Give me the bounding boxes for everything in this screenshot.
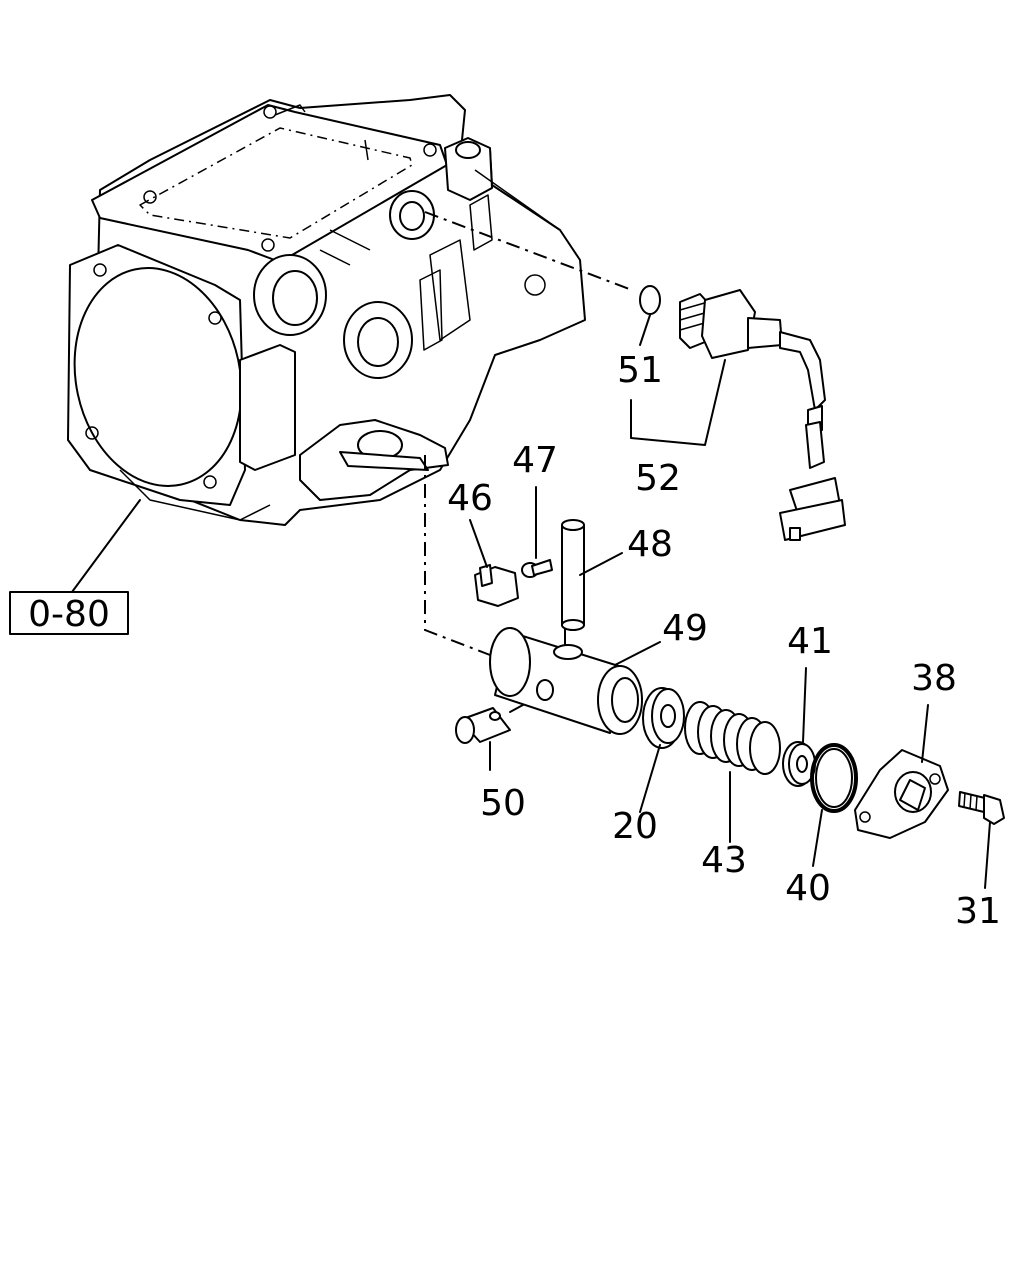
callout-38: 38 [911,658,957,699]
callout-40: 40 [785,868,831,909]
part-20-washer: 20 [612,687,685,847]
part-40-o-ring: 40 [785,743,858,909]
part-48-pin: 48 [561,519,673,631]
part-41-washer: 41 [782,621,833,787]
part-46-clip: 46 [447,478,519,607]
callout-20: 20 [612,806,658,847]
part-31-bolt: 31 [955,791,1005,932]
part-52-sensor: 52 [630,289,846,541]
callout-50: 50 [480,783,526,824]
callout-47: 47 [512,440,558,481]
assembly-line-sleeve [424,455,491,656]
part-50-nozzle: 50 [455,707,526,824]
part-47-screw: 47 [512,440,558,578]
callout-46: 46 [447,478,493,519]
callout-51: 51 [617,350,663,391]
reference-box-label: 0-80 [28,594,110,635]
callout-31: 31 [955,891,1001,932]
part-43-spring: 43 [684,701,781,881]
part-49-sleeve: 49 [489,608,708,735]
main-housing [67,94,586,526]
callout-41: 41 [787,621,833,662]
callout-49: 49 [662,608,708,649]
part-51-o-ring: 51 [617,285,663,391]
assembly-line-sensor [424,211,633,291]
callout-52: 52 [635,458,681,499]
part-38-cover: 38 [854,658,957,839]
reference-box: 0-80 [9,499,141,635]
callout-43: 43 [701,840,747,881]
callout-48: 48 [627,524,673,565]
